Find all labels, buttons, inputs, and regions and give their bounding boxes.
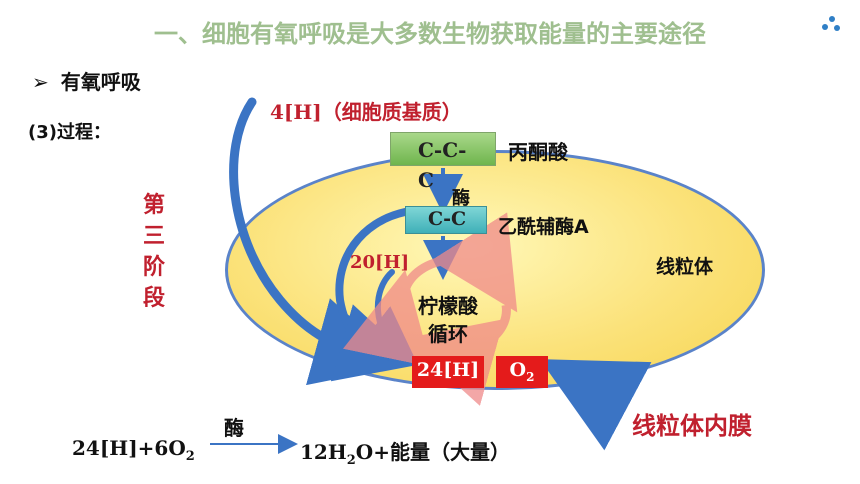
pyruvate-formula-tail: C	[418, 168, 434, 192]
bullet-arrow-icon: ➢	[32, 70, 49, 94]
acetyl-coa-box	[405, 206, 487, 234]
equation-right-sub: 2	[346, 453, 356, 468]
inner-membrane-arrow	[539, 359, 652, 451]
stage-label: 第三阶段	[142, 193, 165, 311]
equation-enzyme: 酶	[224, 416, 244, 440]
hydrogen-total-label: 24[H]	[416, 359, 480, 381]
equation-left: 24[H]+6O2	[72, 436, 195, 464]
equation-left-sub: 2	[185, 449, 195, 464]
cytoplasm-hydrogen-arrow	[229, 97, 405, 386]
oxygen-label: O2	[496, 359, 548, 384]
step-label: (3)过程：	[28, 122, 111, 143]
dots-menu-icon	[822, 16, 842, 36]
page-title: 一、细胞有氧呼吸是大多数生物获取能量的主要途径	[154, 20, 706, 48]
pyruvate-name: 丙酮酸	[508, 140, 568, 164]
equation-right: 12H2O+能量（大量）	[300, 436, 510, 468]
enzyme-label: 酶	[452, 188, 470, 209]
cycle-label-line1: 柠檬酸	[418, 294, 478, 318]
oxygen-sub: 2	[526, 369, 535, 384]
oxygen-base: O	[509, 359, 527, 381]
matrix-hydrogen-label: 20[H]	[350, 252, 410, 273]
section-heading: ➢ 有氧呼吸	[32, 66, 141, 95]
acetyl-coa-name: 乙酰辅酶A	[498, 216, 589, 238]
mitochondrion-label: 线粒体	[656, 256, 714, 278]
equation-left-main: 24[H]+6O	[72, 436, 186, 460]
pyruvate-formula: C-C-	[418, 138, 467, 162]
equation-right-tail: O+能量（大量）	[355, 440, 510, 464]
pyruvate-box	[390, 132, 496, 166]
section-heading-label: 有氧呼吸	[60, 70, 141, 94]
inner-membrane-label: 线粒体内膜	[632, 412, 752, 440]
acetyl-hydrogen-arrow	[330, 208, 419, 382]
citric-acid-cycle	[343, 212, 518, 406]
equation-right-main: 12H	[300, 440, 347, 464]
cytoplasm-hydrogen-label: 4[H]（细胞质基质）	[270, 100, 462, 124]
acetyl-formula: C-C	[428, 208, 467, 230]
hydrogen-total-box	[412, 356, 484, 388]
oxygen-box	[496, 356, 548, 388]
cycle-label-line2: 循环	[428, 322, 468, 346]
